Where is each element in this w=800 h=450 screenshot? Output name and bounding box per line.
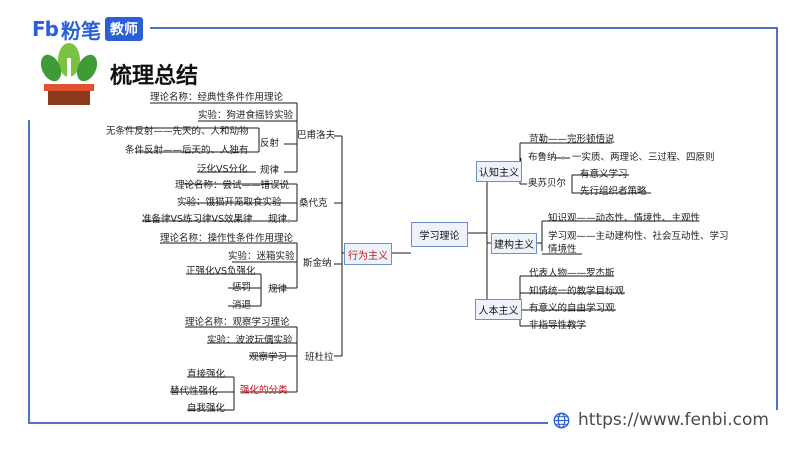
skinner-item: 消退: [232, 300, 252, 311]
constructivism-node: 建构主义: [491, 233, 537, 254]
bandura-reinforcement-types: 强化的分类: [240, 385, 288, 396]
globe-icon: [553, 412, 570, 428]
humanism-item: 代表人物——罗杰斯: [529, 268, 615, 279]
skinner-experiment: 实验：迷箱实验: [228, 251, 295, 262]
humanism-item: 知情统一的教学目标观: [529, 286, 625, 297]
bandura-node: 班杜拉: [305, 352, 334, 363]
pavlov-law-item: 泛化VS分化: [197, 164, 248, 175]
root-node: 学习理论: [411, 222, 468, 247]
behaviorism-node: 行为主义: [344, 243, 392, 265]
brand-logo-badge: 教师: [104, 17, 143, 41]
plant-pot-icon: [40, 43, 98, 105]
frame-top-line: [150, 27, 777, 29]
constructivism-learning-view: 学习观——主动建构性、社会互动性、学习: [548, 231, 729, 242]
frame-bottom-line: [28, 422, 548, 424]
brand-logo-fb: Fb: [32, 17, 59, 41]
thorndike-law: 规律: [268, 214, 288, 225]
bandura-theory: 理论名称：观察学习理论: [185, 317, 290, 328]
footer-url-text: https://www.fenbi.com: [578, 410, 769, 430]
pavlov-conditioned-reflex: 条件反射——后天的、人独有: [125, 145, 249, 156]
bandura-experiment: 实验：波波玩偶实验: [207, 335, 293, 346]
pavlov-law: 规律: [260, 165, 280, 176]
page-title: 梳理总结: [110, 64, 199, 89]
constructivism-learning-view-cont: 情境性: [548, 244, 577, 255]
cognitivism-ausubel-item: 先行组织者策略: [580, 186, 647, 197]
frame-right-line: [776, 27, 778, 410]
bandura-reinforcement-item: 自我强化: [187, 403, 226, 414]
cognitivism-gestalt: 苛勒——完形顿悟说: [529, 134, 615, 145]
frame-left-line: [28, 120, 30, 422]
cognitivism-bruner-detail: 一实质、两理论、三过程、四原则: [572, 152, 715, 163]
skinner-theory: 理论名称：操作性条件作用理论: [160, 233, 294, 244]
cognitivism-ausubel: 奥苏贝尔: [528, 178, 567, 189]
thorndike-node: 桑代克: [299, 198, 328, 209]
skinner-law: 规律: [268, 284, 288, 295]
cognitivism-node: 认知主义: [476, 161, 522, 182]
thorndike-law-item: 准备律VS练习律VS效果律: [142, 214, 253, 225]
pavlov-unconditioned-reflex: 无条件反射——先天的、人和动物: [106, 126, 249, 137]
brand-logo-fenbi: 粉笔: [60, 18, 101, 43]
constructivism-knowledge-view: 知识观——动态性、情境性、主观性: [548, 213, 701, 224]
humanism-item: 有意义的自由学习观: [529, 303, 615, 314]
brand-logo: Fb 粉笔 教师: [32, 16, 143, 43]
humanism-item: 非指导性教学: [529, 320, 587, 331]
cognitivism-bruner: 布鲁纳: [528, 152, 557, 163]
pavlov-experiment: 实验：狗进食摇铃实验: [198, 110, 294, 121]
bandura-reinforcement-item: 直接强化: [187, 369, 226, 380]
bandura-observation: 观察学习: [249, 352, 288, 363]
thorndike-experiment: 实验：饿猫开笼取食实验: [177, 197, 282, 208]
skinner-item: 正强化VS负强化: [186, 266, 256, 277]
thorndike-theory: 理论名称：尝试——错误说: [175, 180, 290, 191]
skinner-item: 惩罚: [232, 282, 252, 293]
bandura-reinforcement-item: 替代性强化: [170, 386, 218, 397]
footer-url: https://www.fenbi.com: [553, 410, 769, 430]
pavlov-reflex: 反射: [260, 138, 280, 149]
pavlov-theory: 理论名称：经典性条件作用理论: [150, 92, 284, 103]
skinner-node: 斯金纳: [303, 258, 332, 269]
pavlov-node: 巴甫洛夫: [297, 130, 336, 141]
cognitivism-ausubel-item: 有意义学习: [580, 169, 628, 180]
humanism-node: 人本主义: [475, 299, 522, 320]
